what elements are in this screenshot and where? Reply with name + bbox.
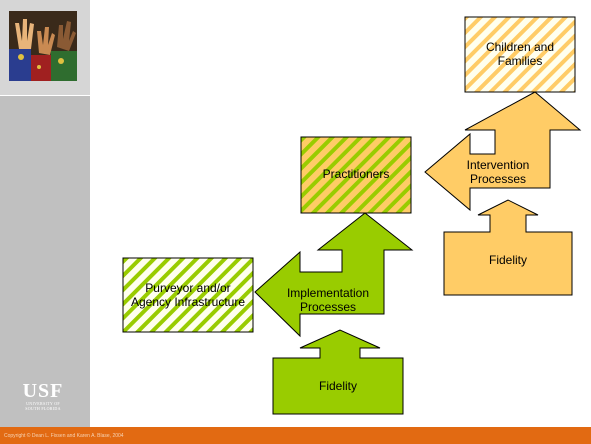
intervention-arrow	[424, 91, 582, 212]
fidelity-bottom-label: Fidelity	[318, 379, 357, 393]
sidebar-divider	[0, 95, 90, 96]
practitioners-box	[300, 136, 412, 214]
children-families-label: Children and Families	[485, 40, 555, 68]
sidebar: USF UNIVERSITY OF SOUTH FLORIDA	[0, 0, 90, 427]
purveyor-label: Purveyor and/or Agency Infrastructure	[130, 281, 246, 309]
children-families-box	[464, 16, 576, 93]
usf-logo-line2: SOUTH FLORIDA	[25, 406, 61, 411]
diagram-canvas	[122, 16, 582, 415]
purveyor-box	[122, 257, 254, 333]
fidelity-bottom-shape	[272, 329, 404, 415]
practitioners-label: Practitioners	[322, 167, 390, 181]
copyright-text: Copyright © Dean L. Fixsen and Karen A. …	[4, 433, 124, 439]
usf-logo-line1: UNIVERSITY OF	[26, 401, 60, 406]
hands-photo	[9, 11, 77, 81]
usf-logo-letters: USF	[22, 380, 64, 402]
fidelity-top-label: Fidelity	[488, 253, 527, 267]
footer-bar	[0, 427, 591, 444]
implementation-arrow	[254, 212, 414, 338]
intervention-processes-label: Intervention Processes	[466, 158, 530, 186]
fidelity-top-shape	[443, 199, 573, 296]
implementation-processes-label: Implementation Processes	[286, 286, 370, 314]
usf-logo: USF UNIVERSITY OF SOUTH FLORIDA	[19, 381, 67, 413]
